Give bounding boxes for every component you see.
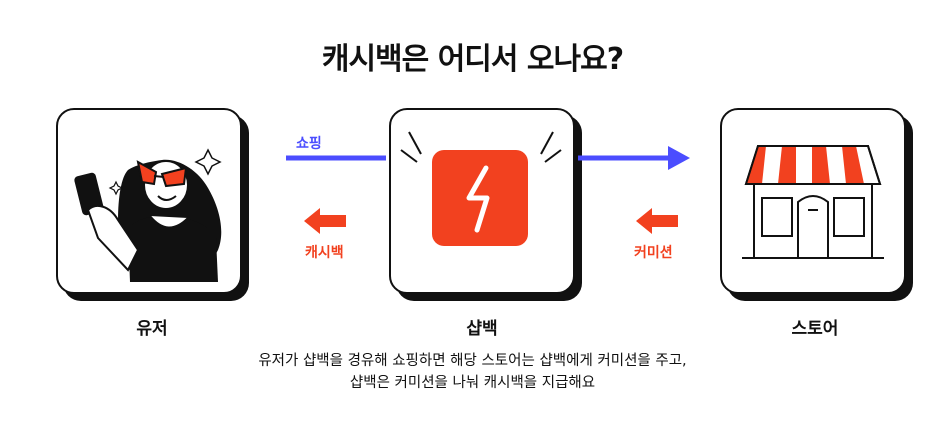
shopback-card [389, 108, 575, 294]
description-line-2: 샵백은 커미션을 나눠 캐시백을 지급해요 [349, 375, 596, 391]
commission-arrow-label: 커미션 [634, 245, 673, 261]
user-illustration [74, 148, 222, 282]
description-line-1: 유저가 샵백을 경유해 쇼핑하면 해당 스토어는 샵백에게 커미션을 주고, [258, 353, 687, 369]
user-label: 유저 [136, 319, 168, 339]
user-card [56, 108, 242, 294]
store-card [720, 108, 906, 294]
shopback-illustration [400, 131, 562, 246]
store-label: 스토어 [791, 319, 839, 339]
shopback-label: 샵백 [466, 319, 498, 339]
page-title: 캐시백은 어디서 오나요? [321, 42, 624, 77]
store-illustration [742, 145, 884, 259]
shopping-label: 쇼핑 [296, 136, 322, 152]
cashback-arrow-label: 캐시백 [305, 245, 344, 261]
